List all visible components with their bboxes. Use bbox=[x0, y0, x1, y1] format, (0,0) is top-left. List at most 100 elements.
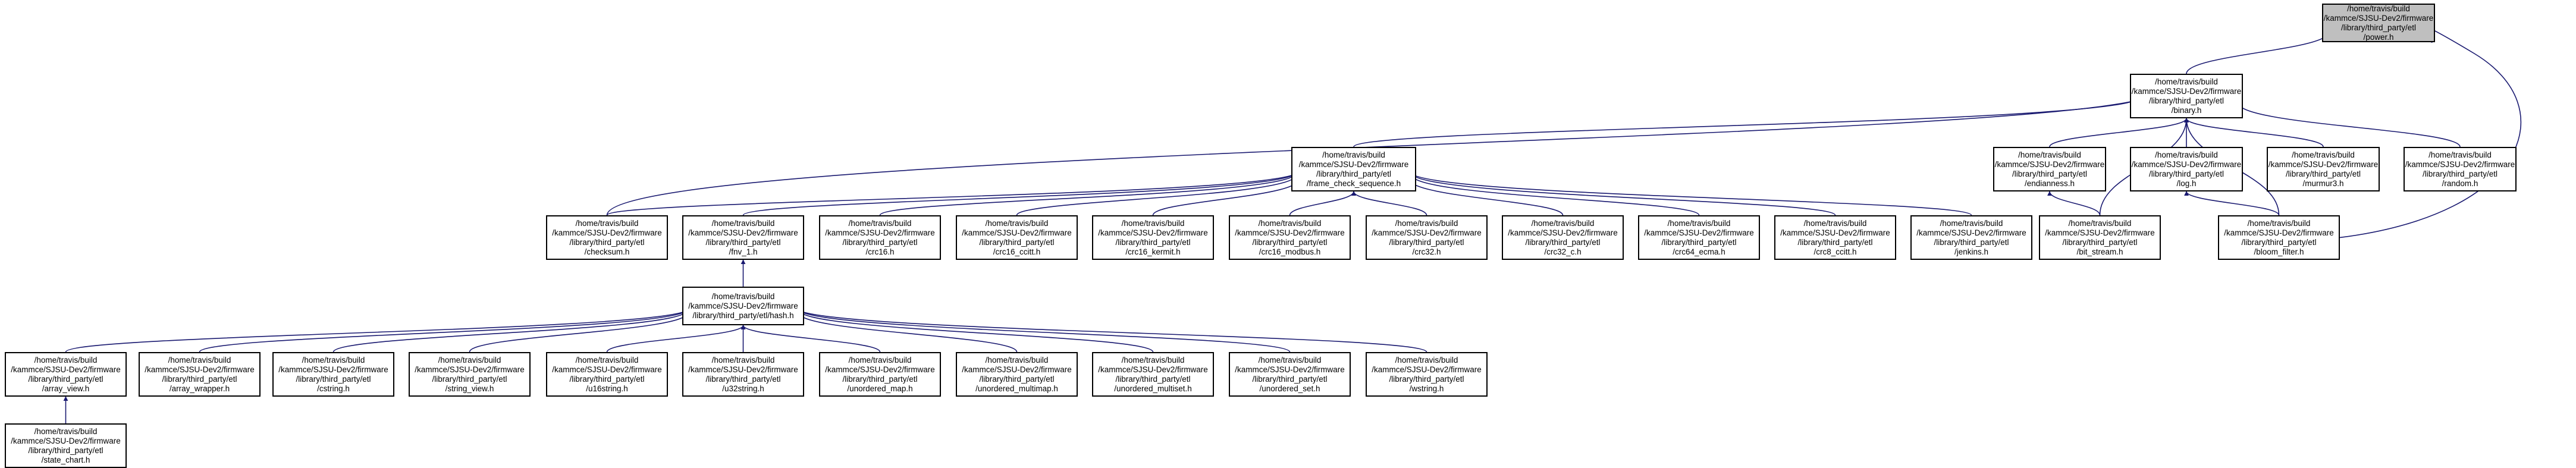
node-label-line: /library/third_party/etl bbox=[2422, 169, 2498, 178]
node-arraywrapper[interactable]: /home/travis/build/kammce/SJSU-Dev2/firm… bbox=[139, 352, 261, 397]
node-label-line: /home/travis/build bbox=[1121, 218, 1185, 228]
node-umultimap[interactable]: /home/travis/build/kammce/SJSU-Dev2/firm… bbox=[956, 352, 1078, 397]
node-label-line: /random.h bbox=[2442, 178, 2478, 188]
node-label-line: /crc16_kermit.h bbox=[1125, 247, 1181, 256]
node-label-line: /library/third_party/etl bbox=[2241, 237, 2317, 247]
node-label-line: /home/travis/build bbox=[1395, 355, 1458, 365]
node-label-line: /kammce/SJSU-Dev2/firmware bbox=[11, 436, 121, 445]
node-label-line: /home/travis/build bbox=[168, 355, 231, 365]
node-crc8ccitt[interactable]: /home/travis/build/kammce/SJSU-Dev2/firm… bbox=[1774, 215, 1896, 260]
node-label-line: /home/travis/build bbox=[1803, 218, 1867, 228]
edge-fcs-to-binary bbox=[1353, 99, 2135, 147]
node-label-line: /frame_check_sequence.h bbox=[1306, 178, 1401, 188]
node-crc16ccitt[interactable]: /home/travis/build/kammce/SJSU-Dev2/firm… bbox=[956, 215, 1078, 260]
node-u16string[interactable]: /home/travis/build/kammce/SJSU-Dev2/firm… bbox=[546, 352, 668, 397]
node-arrayview[interactable]: /home/travis/build/kammce/SJSU-Dev2/firm… bbox=[5, 352, 127, 397]
node-label-line: /array_wrapper.h bbox=[169, 384, 230, 393]
node-crc16modbus[interactable]: /home/travis/build/kammce/SJSU-Dev2/firm… bbox=[1229, 215, 1351, 260]
node-label-line: /home/travis/build bbox=[1940, 218, 2003, 228]
node-wstring[interactable]: /home/travis/build/kammce/SJSU-Dev2/firm… bbox=[1366, 352, 1488, 397]
node-label-line: /home/travis/build bbox=[1322, 150, 1385, 159]
node-power: /home/travis/build/kammce/SJSU-Dev2/firm… bbox=[2322, 4, 2435, 42]
node-cstring[interactable]: /home/travis/build/kammce/SJSU-Dev2/firm… bbox=[272, 352, 394, 397]
node-crc16[interactable]: /home/travis/build/kammce/SJSU-Dev2/firm… bbox=[819, 215, 941, 260]
edge-bitstream-to-endianness bbox=[2047, 191, 2101, 216]
node-statechart[interactable]: /home/travis/build/kammce/SJSU-Dev2/firm… bbox=[5, 423, 127, 468]
edge-checksum-to-fcs bbox=[606, 173, 1297, 216]
node-endianness[interactable]: /home/travis/build/kammce/SJSU-Dev2/firm… bbox=[1993, 147, 2106, 191]
edge-uset-to-hash bbox=[799, 310, 1291, 353]
node-uset[interactable]: /home/travis/build/kammce/SJSU-Dev2/firm… bbox=[1229, 352, 1351, 397]
node-hash[interactable]: /home/travis/build/kammce/SJSU-Dev2/firm… bbox=[682, 287, 804, 325]
node-label-line: /wstring.h bbox=[1409, 384, 1444, 393]
node-label-line: /bit_stream.h bbox=[2076, 247, 2123, 256]
node-label-line: /home/travis/build bbox=[2068, 218, 2132, 228]
node-crc32[interactable]: /home/travis/build/kammce/SJSU-Dev2/firm… bbox=[1366, 215, 1488, 260]
node-label-line: /home/travis/build bbox=[438, 355, 501, 365]
node-label-line: /library/third_party/etl bbox=[1525, 237, 1601, 247]
node-checksum[interactable]: /home/travis/build/kammce/SJSU-Dev2/firm… bbox=[546, 215, 668, 260]
node-label-line: /checksum.h bbox=[584, 247, 630, 256]
node-label-line: /library/third_party/etl bbox=[162, 374, 237, 384]
edge-random-to-binary bbox=[2234, 100, 2461, 147]
node-label-line: /kammce/SJSU-Dev2/firmware bbox=[1916, 228, 2026, 237]
node-label-line: /kammce/SJSU-Dev2/firmware bbox=[552, 228, 662, 237]
edge-murmur3-to-binary bbox=[2184, 118, 2324, 147]
node-label-line: /crc16_modbus.h bbox=[1259, 247, 1321, 256]
node-label-line: /library/third_party/etl bbox=[979, 237, 1055, 247]
node-label-line: /unordered_multimap.h bbox=[975, 384, 1058, 393]
edge-crc8ccitt-to-fcs bbox=[1411, 173, 1836, 216]
node-label-line: /kammce/SJSU-Dev2/firmware bbox=[2131, 159, 2242, 169]
node-label-line: /unordered_set.h bbox=[1259, 384, 1320, 393]
node-label-line: /u32string.h bbox=[722, 384, 764, 393]
node-label-line: /endianness.h bbox=[2024, 178, 2075, 188]
node-label-line: /library/third_party/etl bbox=[1115, 374, 1191, 384]
node-label-line: /kammce/SJSU-Dev2/firmware bbox=[1780, 228, 1890, 237]
node-label-line: /home/travis/build bbox=[575, 355, 639, 365]
node-label-line: /kammce/SJSU-Dev2/firmware bbox=[11, 365, 121, 374]
node-crc64ecma[interactable]: /home/travis/build/kammce/SJSU-Dev2/firm… bbox=[1638, 215, 1760, 260]
node-fcs[interactable]: /home/travis/build/kammce/SJSU-Dev2/firm… bbox=[1291, 147, 1416, 191]
node-crc16kermit[interactable]: /home/travis/build/kammce/SJSU-Dev2/firm… bbox=[1092, 215, 1214, 260]
node-murmur3[interactable]: /home/travis/build/kammce/SJSU-Dev2/firm… bbox=[2267, 147, 2380, 191]
node-label-line: /kammce/SJSU-Dev2/firmware bbox=[415, 365, 525, 374]
node-binary[interactable]: /home/travis/build/kammce/SJSU-Dev2/firm… bbox=[2130, 74, 2243, 118]
node-crc32c[interactable]: /home/travis/build/kammce/SJSU-Dev2/firm… bbox=[1502, 215, 1624, 260]
node-stringview[interactable]: /home/travis/build/kammce/SJSU-Dev2/firm… bbox=[409, 352, 531, 397]
node-label-line: /home/travis/build bbox=[711, 291, 775, 301]
node-umultiset[interactable]: /home/travis/build/kammce/SJSU-Dev2/firm… bbox=[1092, 352, 1214, 397]
node-label-line: /library/third_party/etl bbox=[2062, 237, 2138, 247]
node-label-line: /library/third_party/etl bbox=[2285, 169, 2361, 178]
node-label-line: /home/travis/build bbox=[848, 355, 912, 365]
node-label-line: /kammce/SJSU-Dev2/firmware bbox=[825, 228, 935, 237]
edge-umultiset-to-hash bbox=[798, 310, 1154, 353]
node-label-line: /power.h bbox=[2363, 32, 2394, 42]
node-label-line: /jenkins.h bbox=[1954, 247, 1989, 256]
node-u32string[interactable]: /home/travis/build/kammce/SJSU-Dev2/firm… bbox=[682, 352, 804, 397]
node-label-line: /home/travis/build bbox=[848, 218, 912, 228]
node-label-line: /kammce/SJSU-Dev2/firmware bbox=[962, 228, 1072, 237]
node-label-line: /home/travis/build bbox=[985, 218, 1049, 228]
node-bloom[interactable]: /home/travis/build/kammce/SJSU-Dev2/firm… bbox=[2218, 215, 2340, 260]
node-bitstream[interactable]: /home/travis/build/kammce/SJSU-Dev2/firm… bbox=[2039, 215, 2161, 260]
node-label-line: /library/third_party/etl bbox=[1316, 169, 1392, 178]
node-label-line: /kammce/SJSU-Dev2/firmware bbox=[2405, 159, 2515, 169]
node-label-line: /kammce/SJSU-Dev2/firmware bbox=[1508, 228, 1618, 237]
node-label-line: /library/third_party/etl bbox=[1389, 237, 1464, 247]
node-label-line: /library/third_party/etl bbox=[842, 374, 918, 384]
edge-wstring-to-hash bbox=[799, 310, 1427, 353]
edge-binary-to-power bbox=[2186, 27, 2332, 74]
node-log[interactable]: /home/travis/build/kammce/SJSU-Dev2/firm… bbox=[2130, 147, 2243, 191]
edge-crc16kermit-to-fcs bbox=[1152, 173, 1301, 216]
node-label-line: /home/travis/build bbox=[34, 426, 98, 436]
node-random[interactable]: /home/travis/build/kammce/SJSU-Dev2/firm… bbox=[2404, 147, 2517, 191]
node-label-line: /library/third_party/etl bbox=[1252, 374, 1328, 384]
node-label-line: /library/third_party/etl bbox=[979, 374, 1055, 384]
node-umap[interactable]: /home/travis/build/kammce/SJSU-Dev2/firm… bbox=[819, 352, 941, 397]
node-jenkins[interactable]: /home/travis/build/kammce/SJSU-Dev2/firm… bbox=[1910, 215, 2032, 260]
node-label-line: /home/travis/build bbox=[1395, 218, 1458, 228]
node-label-line: /kammce/SJSU-Dev2/firmware bbox=[552, 365, 662, 374]
node-fnv1[interactable]: /home/travis/build/kammce/SJSU-Dev2/firm… bbox=[682, 215, 804, 260]
node-label-line: /home/travis/build bbox=[2247, 218, 2311, 228]
